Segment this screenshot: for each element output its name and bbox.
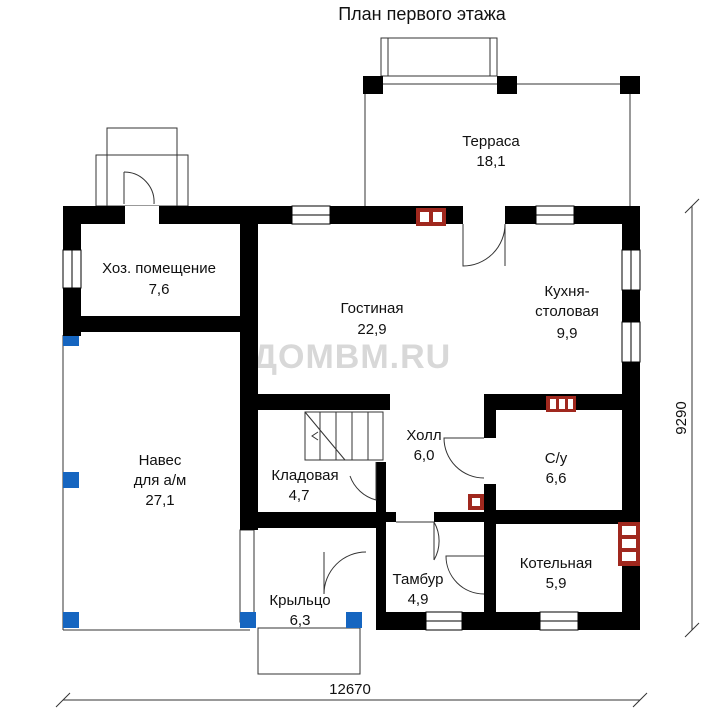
- window: [535, 205, 575, 225]
- room-area-boiler: 5,9: [546, 575, 567, 592]
- chimneys: [416, 208, 640, 566]
- terrace-post: [497, 76, 517, 94]
- room-area-terrace: 18,1: [476, 153, 505, 170]
- watermark: ДОМВМ.RU: [253, 338, 451, 376]
- staircase: [304, 411, 384, 461]
- dimension-width: 12670: [55, 681, 648, 708]
- window: [621, 249, 641, 291]
- room-area-vestibule: 4,9: [408, 591, 429, 608]
- utility-steps: [95, 127, 189, 207]
- porch-steps: [257, 627, 361, 675]
- room-area-living: 22,9: [357, 321, 386, 338]
- room-area-wc: 6,6: [546, 470, 567, 487]
- room-area-carport: 27,1: [145, 492, 174, 509]
- carport-outline: [62, 330, 250, 631]
- window: [621, 321, 641, 363]
- room-name-kitchen-1: Кухня-: [544, 283, 589, 300]
- porch-outline: [239, 529, 367, 675]
- room-name-terrace: Терраса: [462, 133, 520, 150]
- room-labels: Терраса 18,1 Хоз. помещение 7,6 Гостиная…: [102, 133, 599, 629]
- room-name-utility: Хоз. помещение: [102, 260, 216, 277]
- room-area-kitchen: 9,9: [557, 325, 578, 342]
- carport-post: [63, 472, 79, 488]
- window: [62, 249, 82, 289]
- wc-door: [443, 437, 485, 479]
- dimension-width-label: 12670: [329, 681, 371, 698]
- terrace-post: [363, 76, 383, 94]
- porch-post: [240, 612, 256, 628]
- dimension-height-label: 9290: [673, 401, 690, 434]
- window: [291, 205, 331, 225]
- terrace-steps: [380, 37, 498, 77]
- room-area-pantry: 4,7: [289, 487, 310, 504]
- room-name-vestibule: Тамбур: [393, 571, 444, 588]
- porch-post: [346, 612, 362, 628]
- room-area-utility: 7,6: [149, 281, 170, 298]
- room-area-porch: 6,3: [290, 612, 311, 629]
- dimension-height: 9290: [673, 198, 700, 638]
- room-name-pantry: Кладовая: [271, 467, 338, 484]
- windows: [62, 205, 641, 631]
- vestibule-door: [396, 521, 440, 561]
- terrace-post: [620, 76, 640, 94]
- room-name-living: Гостиная: [341, 300, 404, 317]
- chimney: [546, 396, 576, 412]
- room-name-carport-2: для а/м: [134, 472, 187, 489]
- room-name-wc: С/у: [545, 450, 568, 467]
- plan-title: План первого этажа: [338, 4, 507, 24]
- room-name-carport-1: Навес: [139, 452, 182, 469]
- terrace: [363, 37, 640, 206]
- chimney: [618, 522, 640, 566]
- doors: [349, 223, 506, 595]
- room-name-hall: Холл: [406, 427, 441, 444]
- terrace-door: [462, 223, 506, 267]
- window: [539, 611, 579, 631]
- room-name-boiler: Котельная: [520, 555, 593, 572]
- window: [425, 611, 463, 631]
- room-area-hall: 6,0: [414, 447, 435, 464]
- carport-post: [63, 612, 79, 628]
- chimney: [468, 494, 484, 510]
- chimney: [416, 208, 446, 226]
- room-name-porch: Крыльцо: [269, 592, 330, 609]
- boiler-door: [445, 555, 485, 595]
- pantry-door: [349, 462, 377, 501]
- room-name-kitchen-2: столовая: [535, 303, 599, 320]
